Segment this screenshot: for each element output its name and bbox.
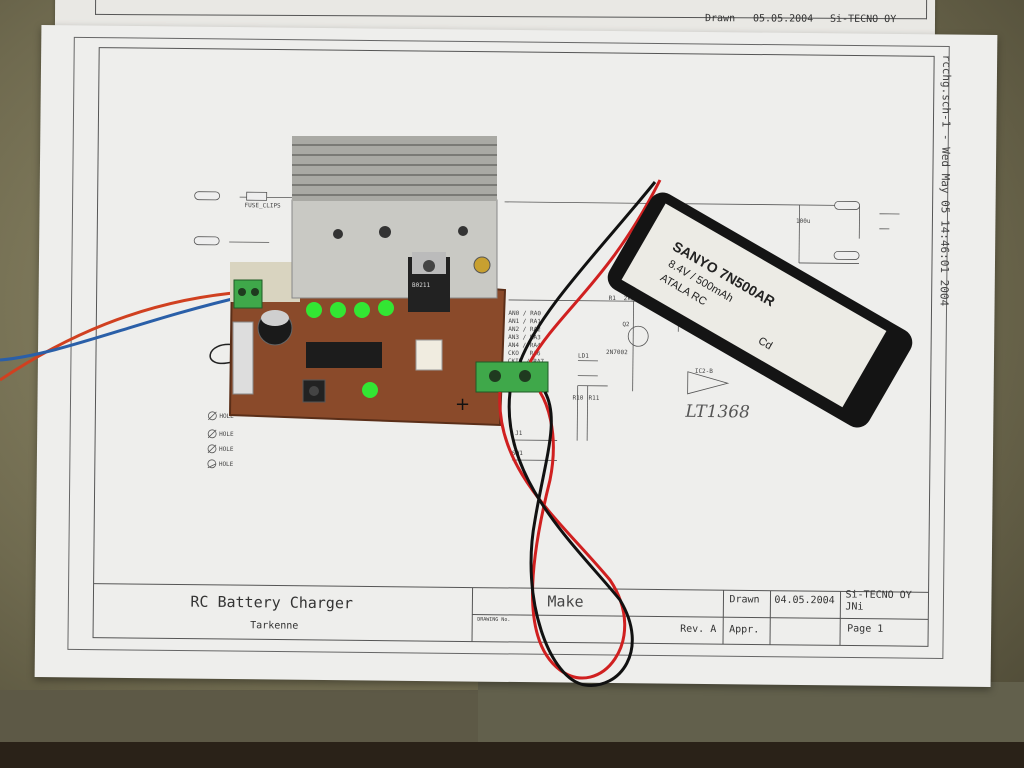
heatsink <box>291 136 498 299</box>
battery-terminal-block <box>475 361 549 393</box>
loop-wire-black <box>507 391 634 687</box>
schematic-drawing <box>67 36 950 659</box>
led-row <box>306 300 394 398</box>
resistor-leg <box>209 343 236 365</box>
regulator-marking: B0211 <box>412 282 431 289</box>
svg-text:+: + <box>455 394 470 415</box>
cap-value: 100u <box>796 218 811 225</box>
battery-wire-red <box>528 179 662 363</box>
input-wire-red <box>0 290 246 382</box>
microcontroller-ic <box>306 342 382 368</box>
paper-stack <box>478 682 1024 742</box>
fuse <box>232 321 254 395</box>
battery-pack <box>607 192 913 428</box>
loop-wire-red <box>498 391 627 680</box>
battery-wire-black <box>518 181 657 363</box>
table-edge <box>0 742 1024 768</box>
input-wire-blue <box>0 294 246 362</box>
crystal-component <box>415 339 443 371</box>
schematic-sheet: FUSE_CLIPS HOLE HOLE HOLE HOLE 2N7002 Q2… <box>34 25 998 687</box>
